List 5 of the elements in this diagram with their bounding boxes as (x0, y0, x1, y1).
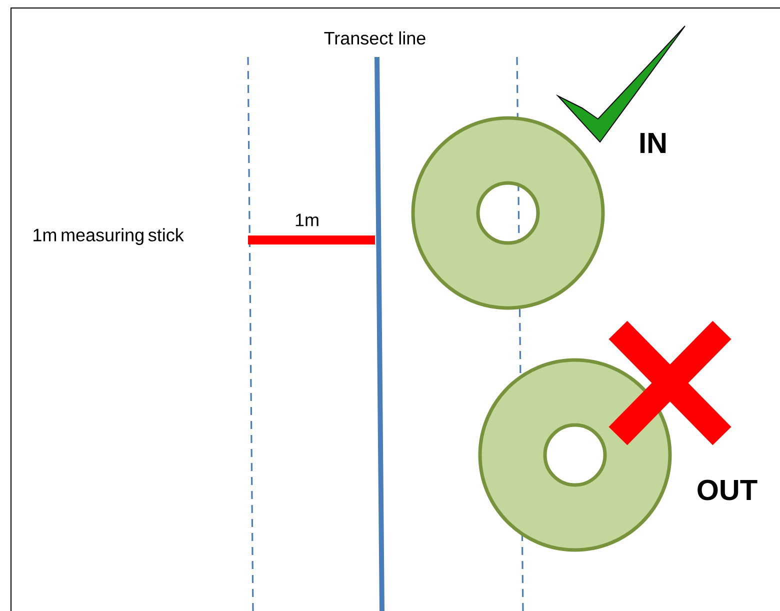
status-label: OUT (698, 480, 758, 500)
status-label: IN (640, 133, 666, 153)
line-label: Transect line (324, 31, 426, 45)
dimension-label: 1m (296, 214, 318, 226)
stick-label: 1m measuring stick (34, 228, 184, 245)
